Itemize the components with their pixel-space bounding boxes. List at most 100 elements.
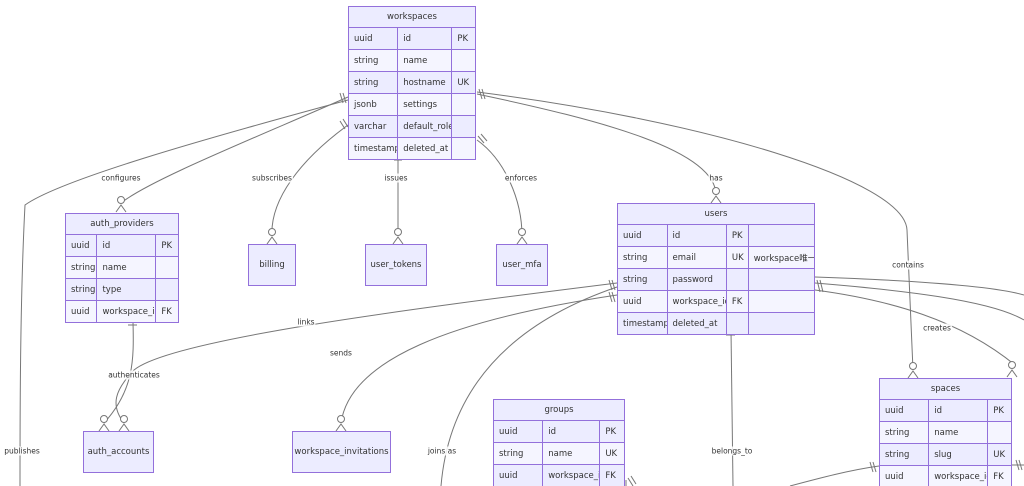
attribute-comment — [749, 313, 814, 334]
attribute-type: string — [880, 444, 930, 465]
attribute-comment: workspace唯一 — [753, 253, 814, 264]
relationship-label-subscribes: subscribes — [251, 173, 293, 183]
attribute-name: slug — [929, 444, 989, 465]
attribute-type: uuid — [618, 291, 668, 312]
entity-auth-accounts[interactable]: auth_accounts — [83, 431, 154, 473]
many-marker-auth-accounts-b-circle — [120, 415, 128, 423]
attribute-name: id — [398, 28, 453, 49]
many-marker-billing-foot — [266, 236, 278, 245]
one-marker — [608, 279, 613, 291]
attribute-key: UK — [605, 448, 618, 459]
one-marker — [872, 461, 877, 473]
one-marker — [339, 92, 344, 104]
attribute-type: uuid — [66, 235, 98, 256]
relationship-line-creates3 — [814, 276, 1024, 296]
attribute-name: deleted_at — [398, 138, 453, 159]
attribute-key — [156, 257, 178, 278]
many-marker-spaces-foot — [907, 370, 919, 379]
attribute-type: uuid — [494, 465, 544, 486]
one-marker — [1015, 459, 1020, 471]
one-marker — [611, 291, 616, 303]
entity-user-mfa[interactable]: user_mfa — [496, 244, 548, 286]
entity-workspace-invitations[interactable]: workspace_invitations — [292, 431, 391, 473]
attribute-key — [452, 50, 475, 71]
attribute-type: string — [494, 443, 544, 464]
relationship-label-sends: sends — [329, 348, 353, 358]
relationship-line-links — [115, 282, 618, 424]
entity-user-tokens[interactable]: user_tokens — [365, 244, 427, 286]
attribute-name: settings — [398, 94, 453, 115]
attribute-name: id — [543, 421, 601, 442]
attribute-name: workspace_id — [543, 465, 601, 486]
one-marker — [608, 291, 613, 303]
attribute-key — [452, 94, 475, 115]
attribute-key — [156, 279, 178, 300]
attribute-type: string — [880, 422, 930, 443]
attribute-key: UK — [457, 77, 470, 88]
attribute-type: string — [349, 72, 399, 93]
many-marker-billing-circle — [268, 228, 276, 236]
attribute-name: id — [668, 225, 727, 246]
attribute-comment — [749, 269, 814, 290]
many-marker-user-mfa-foot — [516, 236, 528, 245]
relationship-label-creates: creates — [922, 323, 952, 333]
attribute-type: uuid — [349, 28, 399, 49]
one-marker — [869, 461, 874, 473]
attribute-key — [988, 422, 1011, 443]
attribute-key: UK — [993, 449, 1006, 460]
one-marker — [339, 120, 346, 130]
attribute-name: name — [929, 422, 989, 443]
one-marker — [480, 133, 488, 142]
attribute-type: uuid — [66, 301, 98, 322]
one-marker — [611, 279, 616, 291]
many-marker-auth-accounts-a-foot — [98, 423, 110, 432]
many-marker-spaces-circle — [909, 362, 917, 370]
entity-title: groups — [494, 400, 624, 421]
attribute-key: FK — [161, 306, 172, 317]
attribute-key: PK — [457, 33, 469, 44]
one-marker — [342, 118, 349, 128]
attribute-name: name — [543, 443, 601, 464]
relationship-label-authenticates: authenticates — [107, 370, 161, 380]
attribute-type: string — [66, 257, 98, 278]
attribute-comment — [749, 291, 814, 312]
attribute-name: type — [97, 279, 157, 300]
relationship-label-belongs-to: belongs_to — [710, 446, 754, 456]
attribute-name: workspace_id — [97, 301, 157, 322]
relationship-line-spaces-link — [789, 465, 880, 486]
many-marker-user-tokens-circle — [394, 228, 402, 236]
many-marker-user-mfa-circle — [518, 228, 526, 236]
relationship-label-configures: configures — [100, 173, 142, 183]
attribute-type: varchar — [349, 116, 399, 137]
attribute-name: workspace_id — [668, 291, 727, 312]
attribute-key — [452, 116, 475, 137]
one-marker — [342, 92, 347, 104]
many-marker-auth-providers-foot — [115, 204, 127, 213]
attribute-type: string — [66, 279, 98, 300]
attribute-name: name — [97, 257, 157, 278]
attribute-key: UK — [727, 247, 749, 268]
relationship-label-links: links — [296, 317, 316, 327]
many-marker-auth-accounts-a-circle — [100, 415, 108, 423]
attribute-key: PK — [993, 405, 1004, 416]
attribute-key: FK — [993, 471, 1004, 482]
entity-billing[interactable]: billing — [248, 244, 296, 286]
attribute-type: string — [618, 269, 668, 290]
relationship-label-contains: contains — [891, 260, 925, 270]
attribute-name: password — [668, 269, 727, 290]
